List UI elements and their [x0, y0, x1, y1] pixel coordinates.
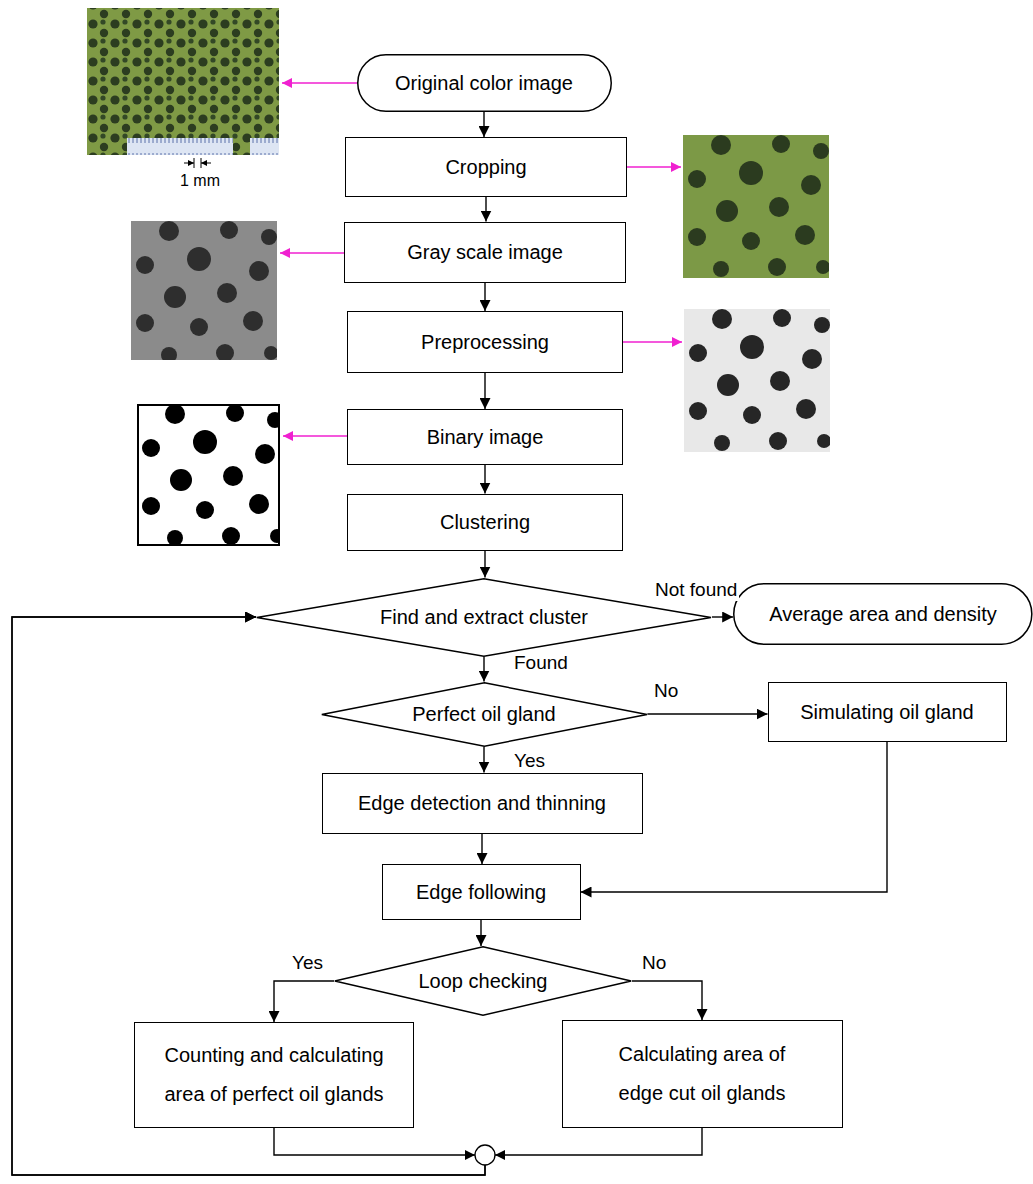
flow-arrow	[483, 747, 484, 773]
process-box: Clustering	[347, 494, 623, 551]
scale-arrow	[184, 163, 194, 164]
node-label: Clustering	[440, 511, 530, 534]
node-label: Cropping	[445, 156, 526, 179]
flow-arrow	[632, 981, 702, 1020]
edge-label: No	[652, 680, 680, 702]
cropped-photo	[683, 135, 830, 278]
process-box: Simulating oil gland	[768, 682, 1007, 742]
flow-arrow	[484, 551, 485, 578]
flow-arrow	[483, 112, 484, 137]
decision-diamond: Loop checking	[334, 946, 632, 1016]
node-label: Find and extract cluster	[380, 606, 588, 629]
merge-junction	[475, 1145, 495, 1165]
edge-label: Found	[512, 652, 570, 674]
flow-arrow	[484, 373, 485, 409]
image-pointer	[282, 82, 357, 84]
leaf-photo	[87, 8, 279, 155]
image-pointer	[627, 166, 681, 168]
image-pointer	[283, 435, 347, 437]
junction-arrowhead	[495, 1150, 505, 1160]
node-label: Average area and density	[769, 603, 997, 626]
node-label: Preprocessing	[421, 331, 549, 354]
ruler-ticks	[127, 138, 233, 155]
edge-label: Yes	[512, 750, 547, 772]
process-box: Edge following	[382, 864, 581, 920]
flow-arrow	[481, 834, 482, 865]
process-box: Binary image	[347, 409, 623, 465]
leaf-surface	[87, 8, 279, 155]
image-pointer	[280, 252, 344, 254]
process-box: Calculating area of edge cut oil glands	[562, 1020, 843, 1128]
flow-arrow	[480, 920, 481, 946]
node-label: Edge following	[416, 881, 546, 904]
node-label: Calculating area of edge cut oil glands	[597, 1035, 807, 1113]
node-label: Counting and calculating area of perfect…	[149, 1036, 399, 1114]
oil-gland-dots	[233, 138, 250, 155]
scale-arrow	[201, 163, 211, 164]
node-label: Simulating oil gland	[800, 701, 973, 724]
terminal: Original color image	[357, 54, 612, 112]
flow-arrow	[647, 713, 767, 714]
process-box: Counting and calculating area of perfect…	[134, 1022, 414, 1128]
flow-arrow	[485, 197, 486, 222]
node-label: Edge detection and thinning	[358, 792, 606, 815]
process-box: Preprocessing	[347, 311, 623, 373]
flow-arrow	[712, 616, 733, 617]
node-label: Perfect oil gland	[412, 703, 555, 726]
flow-arrow	[484, 465, 485, 494]
flow-arrow	[483, 657, 484, 682]
junction-arrowhead	[465, 1150, 475, 1160]
process-box: Cropping	[345, 137, 627, 197]
node-label: Binary image	[427, 426, 544, 449]
flow-arrow	[484, 283, 485, 312]
decision-diamond: Find and extract cluster	[256, 578, 712, 657]
process-box: Edge detection and thinning	[322, 773, 643, 834]
terminal: Average area and density	[733, 583, 1033, 645]
scale-marker	[184, 158, 211, 168]
preprocessed-photo	[684, 309, 831, 452]
binary-image	[137, 404, 284, 546]
process-box: Gray scale image	[344, 222, 626, 283]
scale-label: 1 mm	[178, 172, 222, 190]
flow-arrow	[274, 981, 334, 1022]
oil-gland-dots	[87, 138, 127, 155]
ruler-ticks	[250, 138, 279, 155]
edge-label: Not found	[653, 579, 739, 601]
node-label: Loop checking	[419, 970, 548, 993]
oil-gland-dots	[87, 8, 279, 138]
node-label: Gray scale image	[407, 241, 563, 264]
grayscale-photo	[131, 221, 278, 363]
edge-label: Yes	[290, 952, 325, 974]
image-pointer	[623, 341, 682, 343]
decision-diamond: Perfect oil gland	[321, 682, 648, 747]
ruler	[127, 138, 233, 155]
edge-label: No	[640, 952, 668, 974]
node-label: Original color image	[395, 72, 573, 95]
ruler	[250, 138, 279, 155]
